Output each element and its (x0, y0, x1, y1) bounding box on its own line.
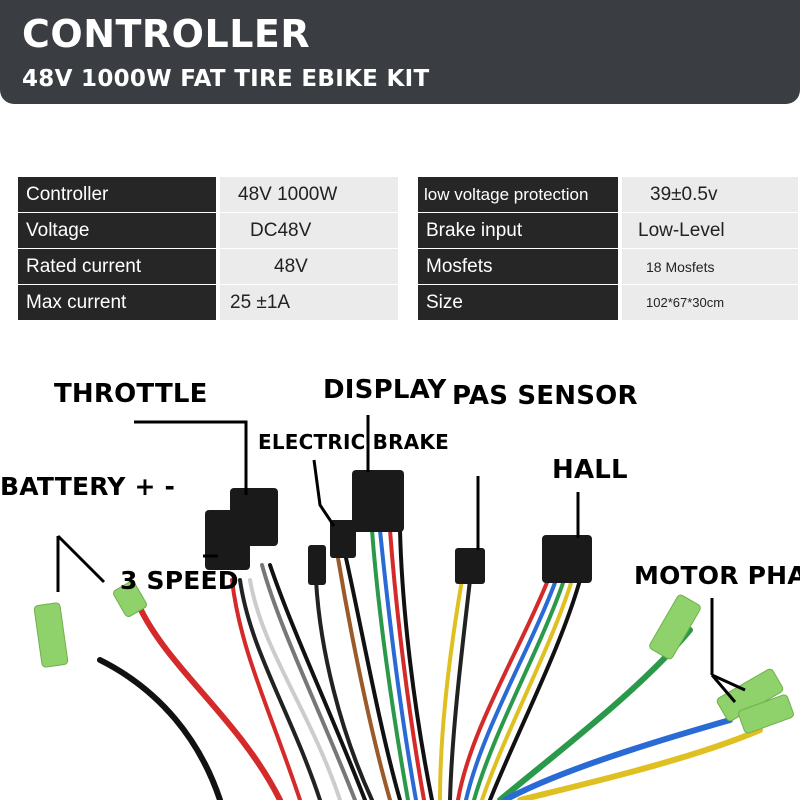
spec-value: 25 ±1A (220, 285, 398, 320)
spec-key: Rated current (18, 249, 220, 284)
page-subtitle: 48V 1000W FAT TIRE EBIKE KIT (22, 66, 430, 92)
spec-value: DC48V (220, 213, 398, 248)
spec-row-size: Size 102*67*30cm (418, 285, 798, 320)
label-electric-brake: ELECTRIC BRAKE (258, 430, 449, 454)
spec-row-controller: Controller 48V 1000W (18, 177, 398, 212)
spec-table-left: Controller 48V 1000W Voltage DC48V Rated… (18, 177, 398, 321)
spec-value: Low-Level (622, 213, 798, 248)
spec-key: Size (418, 285, 622, 320)
spec-key: low voltage protection (418, 177, 622, 212)
spec-value: 39±0.5v (622, 177, 798, 212)
spec-value: 48V 1000W (220, 177, 398, 212)
label-display: DISPLAY (323, 375, 447, 405)
spec-table-right: low voltage protection 39±0.5v Brake inp… (418, 177, 798, 321)
spec-value: 48V (220, 249, 398, 284)
spec-row-brake-input: Brake input Low-Level (418, 213, 798, 248)
spec-key: Max current (18, 285, 220, 320)
label-battery: BATTERY + - (0, 472, 176, 501)
spec-row-max-current: Max current 25 ±1A (18, 285, 398, 320)
label-motor-phase: MOTOR PHAS (634, 561, 800, 590)
spec-key: Mosfets (418, 249, 622, 284)
spec-row-rated-current: Rated current 48V (18, 249, 398, 284)
spec-row-low-voltage: low voltage protection 39±0.5v (418, 177, 798, 212)
label-throttle: THROTTLE (54, 379, 208, 409)
label-pas-sensor: PAS SENSOR (452, 381, 638, 411)
label-3-speed: 3 SPEED (120, 566, 239, 595)
wire-harness-illustration (33, 415, 794, 800)
spec-row-voltage: Voltage DC48V (18, 213, 398, 248)
page-title: CONTROLLER (22, 12, 311, 56)
label-hall: HALL (552, 455, 628, 485)
spec-row-mosfets: Mosfets 18 Mosfets (418, 249, 798, 284)
header-banner: CONTROLLER 48V 1000W FAT TIRE EBIKE KIT (0, 0, 800, 104)
spec-key: Brake input (418, 213, 622, 248)
spec-value: 102*67*30cm (622, 285, 798, 320)
spec-value: 18 Mosfets (622, 249, 798, 284)
spec-key: Controller (18, 177, 220, 212)
spec-key: Voltage (18, 213, 220, 248)
